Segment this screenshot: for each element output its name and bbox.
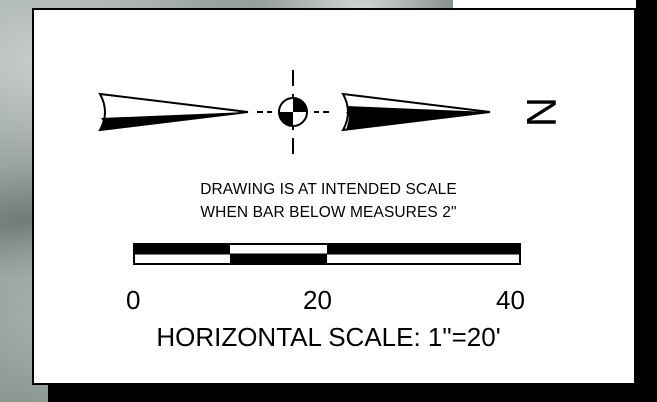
- scale-panel: [32, 8, 636, 385]
- scale-segment: [230, 254, 327, 263]
- scale-tick-label: 20: [303, 285, 332, 315]
- panel-right-shadow: [636, 0, 657, 402]
- scale-segment: [327, 254, 519, 263]
- scale-segment: [135, 245, 230, 254]
- horizontal-scale-title: HORIZONTAL SCALE: 1"=20': [156, 322, 501, 352]
- north-label: N: [518, 97, 565, 127]
- scale-segment: [327, 245, 519, 254]
- scale-note-line-1: DRAWING IS AT INTENDED SCALE: [200, 181, 457, 198]
- scale-note-line-2: WHEN BAR BELOW MEASURES 2": [200, 204, 457, 221]
- scale-segment: [135, 254, 230, 263]
- scale-tick-label: 40: [496, 285, 525, 315]
- scale-segment: [230, 245, 327, 254]
- scale-tick-label: 0: [126, 285, 141, 315]
- crosshair-icon: [257, 70, 329, 154]
